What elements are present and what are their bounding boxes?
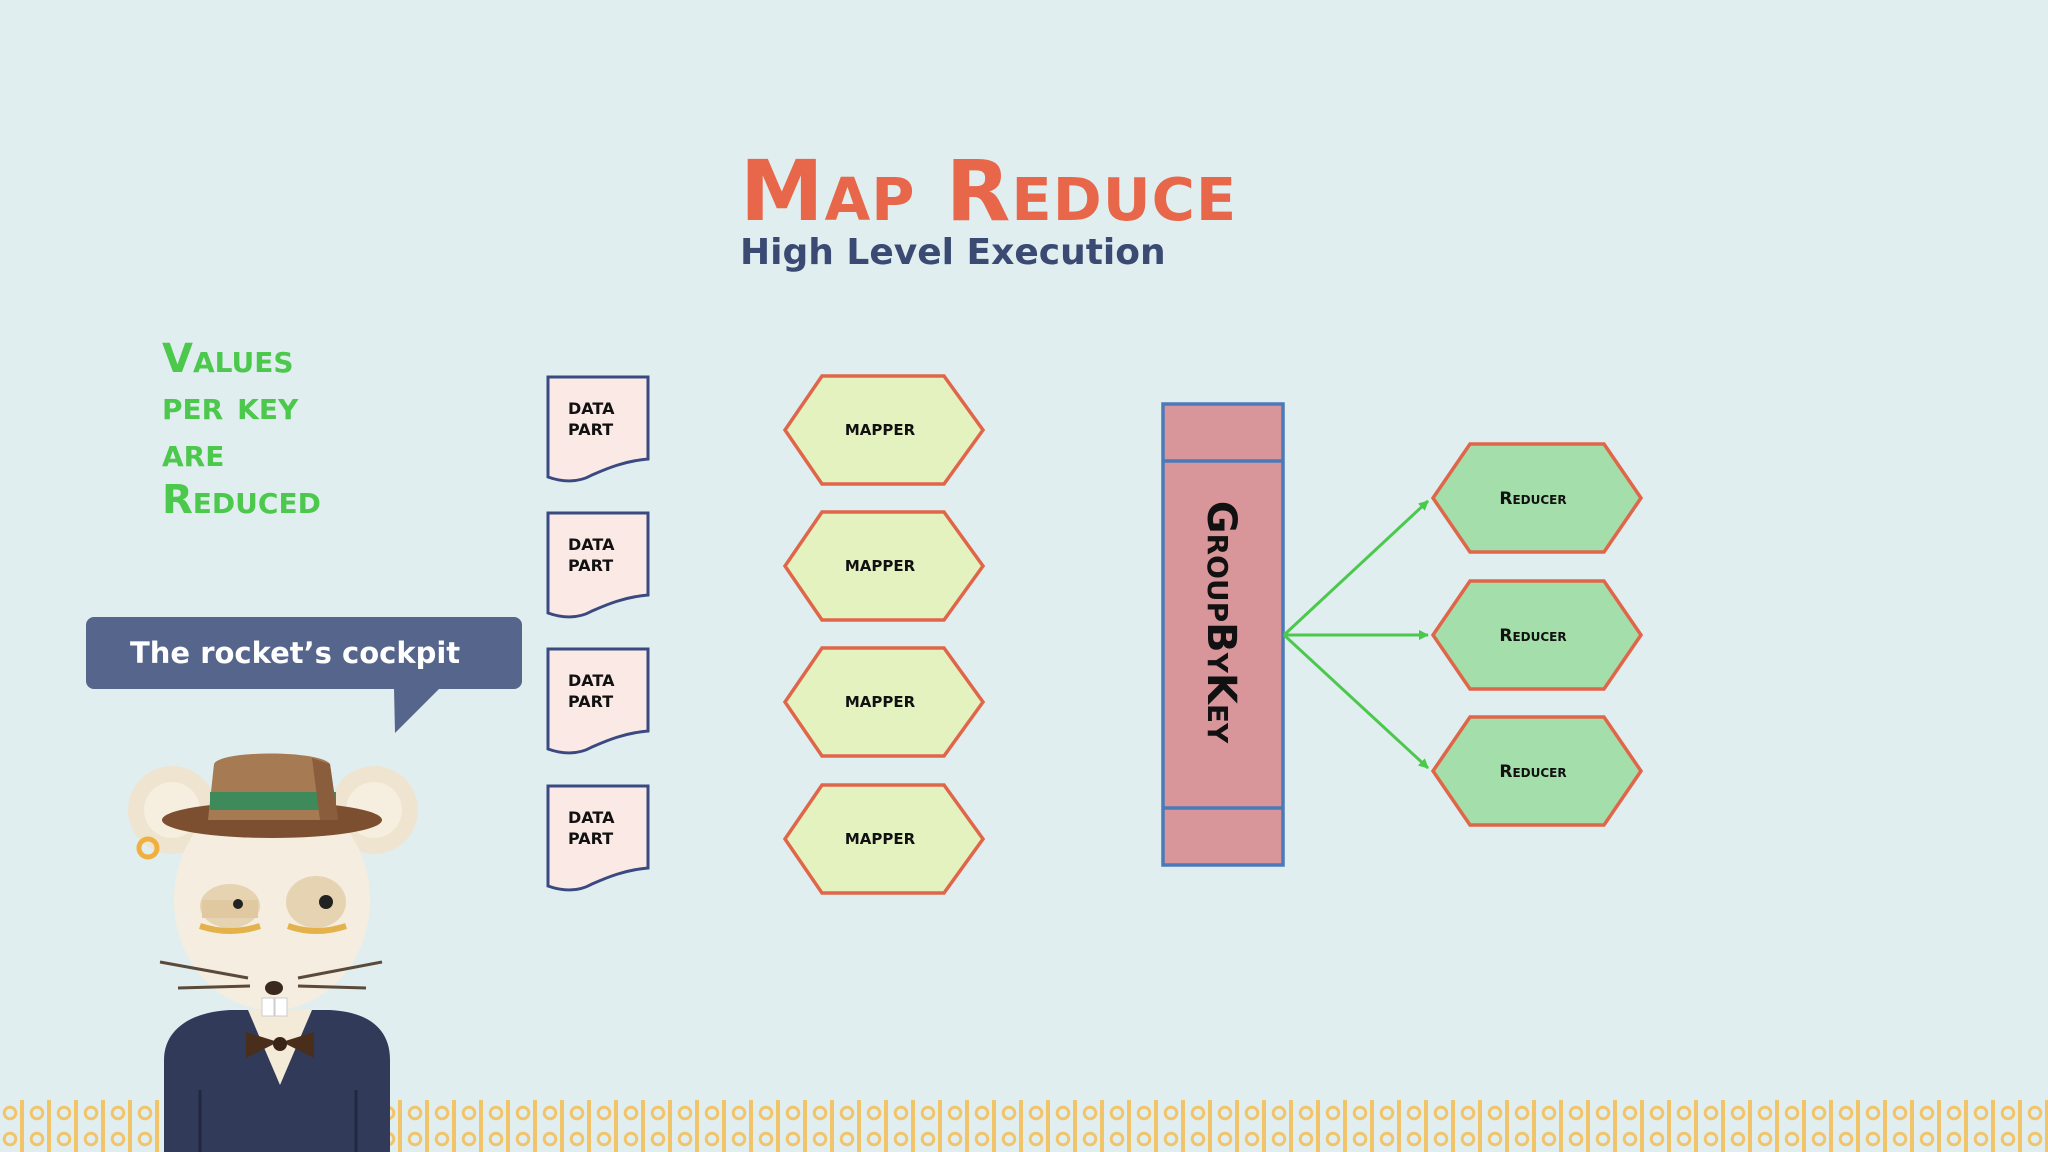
data-part: DATA PART xyxy=(546,647,650,755)
flow-arrow xyxy=(1282,499,1430,637)
mapper-node: MAPPER xyxy=(782,646,986,758)
reducer-node: Reducer xyxy=(1430,579,1644,691)
side-note-line: per key xyxy=(162,383,299,429)
data-part: DATA PART xyxy=(546,375,650,483)
data-part-label: PART xyxy=(568,420,613,439)
page-subtitle: High Level Execution xyxy=(740,232,1166,273)
side-note: Values per key are Reduced xyxy=(162,336,321,524)
mapper-node: MAPPER xyxy=(782,510,986,622)
data-part-label: DATA xyxy=(568,399,615,418)
mapper-label: MAPPER xyxy=(845,421,916,439)
mapper-node: MAPPER xyxy=(782,783,986,895)
speech-bubble-tail xyxy=(394,688,440,733)
side-note-line: are xyxy=(162,430,225,476)
data-part-label: DATA xyxy=(568,671,615,690)
mapper-node: MAPPER xyxy=(782,374,986,486)
data-part: DATA PART xyxy=(546,511,650,619)
reducer-label: Reducer xyxy=(1499,762,1566,782)
reducer-label: Reducer xyxy=(1499,489,1566,509)
data-part-label: PART xyxy=(568,556,613,575)
groupbykey-label: GroupByKey xyxy=(1198,501,1244,744)
speech-bubble: The rocket’s cockpit xyxy=(86,617,522,689)
data-part-label: PART xyxy=(568,829,613,848)
data-part: DATA PART xyxy=(546,784,650,892)
mapper-label: MAPPER xyxy=(845,557,916,575)
page-title: Map Reduce xyxy=(740,142,1238,240)
flow-arrow xyxy=(1282,633,1430,770)
reducer-node: Reducer xyxy=(1430,442,1644,554)
groupbykey-node: GroupByKey xyxy=(1161,402,1285,867)
reducer-label: Reducer xyxy=(1499,626,1566,646)
side-note-line: Reduced xyxy=(162,477,321,523)
data-part-label: PART xyxy=(568,692,613,711)
data-part-label: DATA xyxy=(568,535,615,554)
mapper-label: MAPPER xyxy=(845,693,916,711)
mapper-label: MAPPER xyxy=(845,830,916,848)
rat-mascot-icon xyxy=(128,753,418,1152)
side-note-line: Values xyxy=(162,336,294,382)
data-part-label: DATA xyxy=(568,808,615,827)
reducer-node: Reducer xyxy=(1430,715,1644,827)
